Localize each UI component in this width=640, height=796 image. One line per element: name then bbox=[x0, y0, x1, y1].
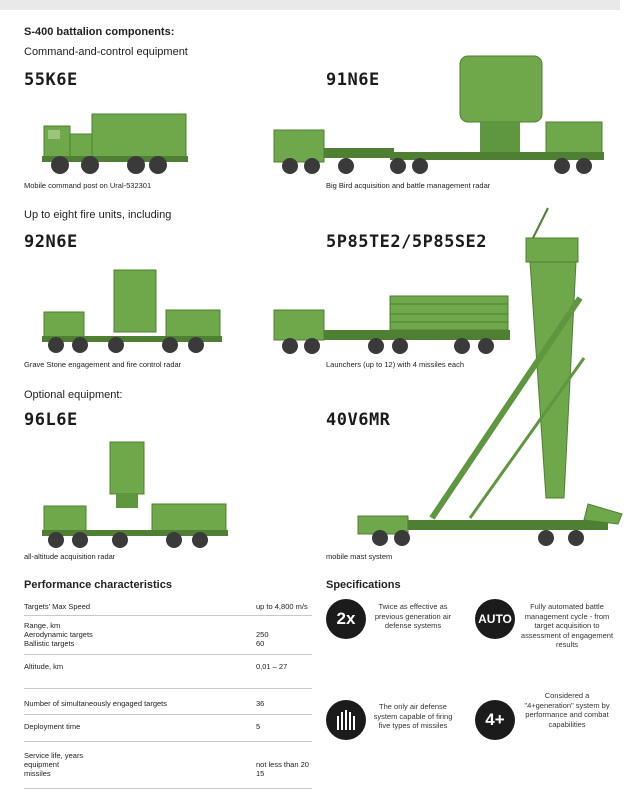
perf-row-range: Range, km Aerodynamic targets Ballistic … bbox=[24, 621, 312, 651]
perf-label: Range, km Aerodynamic targets Ballistic … bbox=[24, 621, 93, 648]
missile-bars-icon bbox=[326, 700, 366, 740]
perf-value: up to 4,800 m/s bbox=[256, 602, 308, 611]
fire-units-label: Up to eight fire units, including bbox=[24, 209, 172, 221]
perf-value: not less than 20 15 bbox=[256, 760, 309, 778]
vehicle-code-5p85: 5P85TE2/5P85SE2 bbox=[326, 232, 488, 252]
perf-row-altitude: Altitude, km 0,01 – 27 bbox=[24, 662, 312, 672]
badge-2x: 2x bbox=[326, 599, 366, 639]
launcher-truck-image bbox=[273, 295, 510, 354]
divider bbox=[24, 741, 312, 742]
mobile-mast-truck-image bbox=[357, 207, 623, 546]
caption-55k6e: Mobile command post on Ural-532301 bbox=[24, 181, 152, 190]
perf-label: Service life, years equipment missiles bbox=[24, 751, 84, 778]
specifications-title: Specifications bbox=[326, 579, 401, 591]
command-post-truck-image bbox=[42, 113, 188, 174]
perf-label: Targets' Max Speed bbox=[24, 602, 91, 611]
perf-label: Altitude, km bbox=[24, 662, 64, 671]
spec-text-automation: Fully automated battle management cycle … bbox=[520, 602, 614, 649]
perf-value: 5 bbox=[256, 722, 261, 731]
perf-label: Deployment time bbox=[24, 722, 81, 731]
vehicle-code-40v6mr: 40V6MR bbox=[326, 410, 391, 430]
divider bbox=[24, 654, 312, 655]
divider bbox=[24, 688, 312, 689]
top-bar bbox=[0, 0, 620, 10]
optional-label: Optional equipment: bbox=[24, 389, 123, 401]
perf-value: 250 60 bbox=[256, 630, 269, 648]
vehicle-code-55k6e: 55K6E bbox=[24, 70, 78, 90]
perf-value: 0,01 – 27 bbox=[256, 662, 288, 671]
caption-40v6mr: mobile mast system bbox=[326, 552, 393, 561]
performance-title: Performance characteristics bbox=[24, 579, 172, 591]
divider bbox=[24, 714, 312, 715]
page-title: S-400 battalion components: bbox=[24, 26, 175, 38]
caption-92n6e: Grave Stone engagement and fire control … bbox=[24, 360, 182, 369]
divider bbox=[24, 788, 312, 789]
caption-5p85: Launchers (up to 12) with 4 missiles eac… bbox=[326, 360, 464, 369]
big-bird-radar-truck-image bbox=[273, 55, 604, 174]
all-altitude-radar-truck-image bbox=[42, 441, 228, 548]
command-label: Command-and-control equipment bbox=[24, 46, 188, 58]
divider bbox=[24, 615, 312, 616]
vehicle-code-91n6e: 91N6E bbox=[326, 70, 380, 90]
badge-auto: AUTO bbox=[475, 599, 515, 639]
perf-label: Number of simultaneously engaged targets bbox=[24, 699, 167, 708]
spec-text-missile-types: The only air defense system capable of f… bbox=[373, 702, 453, 730]
spec-text-effectiveness: Twice as effective as previous generatio… bbox=[374, 602, 452, 630]
perf-row-deployment: Deployment time 5 bbox=[24, 722, 312, 732]
perf-row-service-life: Service life, years equipment missiles n… bbox=[24, 751, 312, 781]
perf-row-targets: Number of simultaneously engaged targets… bbox=[24, 699, 312, 709]
vehicle-code-92n6e: 92N6E bbox=[24, 232, 78, 252]
caption-91n6e: Big Bird acquisition and battle manageme… bbox=[326, 181, 491, 190]
perf-row-max-speed: Targets' Max Speed up to 4,800 m/s bbox=[24, 602, 312, 612]
badge-4plus: 4+ bbox=[475, 700, 515, 740]
perf-value: 36 bbox=[256, 699, 265, 708]
caption-96l6e: all-altitude acquisition radar bbox=[24, 552, 116, 561]
spec-text-generation: Considered a "4+generation" system by pe… bbox=[524, 691, 610, 729]
grave-stone-radar-truck-image bbox=[42, 269, 222, 353]
vehicle-code-96l6e: 96L6E bbox=[24, 410, 78, 430]
